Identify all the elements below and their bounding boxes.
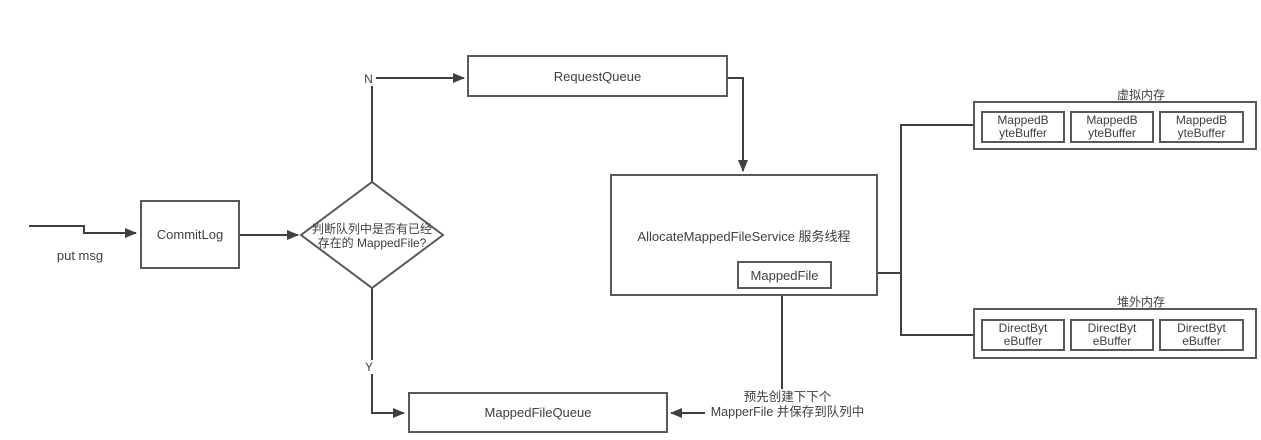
commitlog-label: CommitLog <box>156 227 224 242</box>
mappedfilequeue-label: MappedFileQueue <box>484 405 592 420</box>
mappedbytebuffer-cell: MappedB yteBuffer <box>981 111 1065 143</box>
requestqueue-to-allocate-arrow <box>728 77 748 172</box>
commitlog-box: CommitLog <box>140 200 240 269</box>
virtual-memory-group: MappedB yteBuffer MappedB yteBuffer Mapp… <box>973 101 1257 150</box>
offheap-memory-title: 堆外内存 <box>1116 295 1165 309</box>
directbytebuffer-cell: DirectByt eBuffer <box>981 319 1065 351</box>
offheap-memory-group: DirectByt eBuffer DirectByt eBuffer Dire… <box>973 308 1257 359</box>
decision-diamond <box>299 180 445 290</box>
requestqueue-label: RequestQueue <box>553 68 642 84</box>
allocate-service-box: AllocateMappedFileService 服务线程 MappedFil… <box>610 174 878 296</box>
mappedfile-box: MappedFile <box>737 261 832 289</box>
decision-label-line2: 存在的 MappedFile? <box>317 236 427 250</box>
mappedbytebuffer-cell: MappedB yteBuffer <box>1159 111 1244 143</box>
decision-label: 判断队列中是否有已经 存在的 MappedFile? <box>302 222 442 250</box>
precreate-note-line2: MapperFile 并保存到队列中 <box>710 405 865 419</box>
directbytebuffer-cell: DirectByt eBuffer <box>1070 319 1154 351</box>
decision-yes-to-queue-arrow <box>371 288 405 418</box>
put-msg-arrow <box>29 225 137 238</box>
precreate-note: 预先创建下下个 MapperFile 并保存到队列中 <box>695 390 880 420</box>
mappedfilequeue-box: MappedFileQueue <box>408 392 668 433</box>
memory-bracket-line <box>900 124 973 336</box>
decision-label-line1: 判断队列中是否有已经 <box>311 222 432 236</box>
decision-no-to-requestqueue-arrow <box>371 73 465 182</box>
mappedbytebuffer-cell: MappedB yteBuffer <box>1070 111 1154 143</box>
branch-no-label: N <box>361 72 376 86</box>
virtual-memory-title: 虚拟内存 <box>1116 88 1165 102</box>
mappedfile-label: MappedFile <box>750 267 819 283</box>
requestqueue-box: RequestQueue <box>467 55 728 97</box>
put-msg-label: put msg <box>56 248 104 263</box>
allocate-service-label: AllocateMappedFileService 服务线程 <box>637 228 851 244</box>
precreate-note-line1: 预先创建下下个 <box>743 390 832 404</box>
directbytebuffer-cell: DirectByt eBuffer <box>1159 319 1244 351</box>
branch-yes-label: Y <box>362 360 376 374</box>
